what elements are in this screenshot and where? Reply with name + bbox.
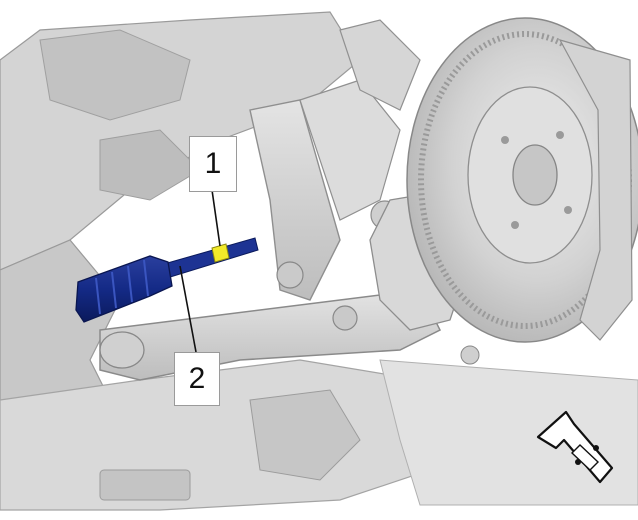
lower-arm-bolt bbox=[332, 305, 358, 331]
lug-hole bbox=[564, 206, 572, 214]
subframe-mount bbox=[249, 389, 361, 481]
leader-line-2 bbox=[179, 265, 197, 353]
callout-1: 1 bbox=[189, 136, 237, 192]
vehicle-front-arrow-icon bbox=[536, 410, 614, 484]
lower-arm-bushing bbox=[99, 331, 145, 369]
subframe-rib bbox=[99, 469, 191, 501]
lug-hole bbox=[556, 131, 564, 139]
floor-panel bbox=[379, 359, 638, 506]
frame-bracket-lower bbox=[99, 129, 201, 201]
knuckle-bolt bbox=[460, 345, 480, 365]
tie-rod-end-joint bbox=[276, 261, 304, 289]
lug-hole bbox=[511, 221, 519, 229]
lug-hole bbox=[501, 136, 509, 144]
callout-2: 2 bbox=[174, 352, 220, 406]
strut-top bbox=[339, 19, 421, 111]
frame-bracket bbox=[39, 29, 191, 121]
hub-nut bbox=[512, 144, 558, 206]
brake-shield bbox=[558, 39, 633, 341]
tie-rod-yellow-mark bbox=[211, 243, 230, 263]
boot-pleats bbox=[95, 259, 149, 315]
leader-line-1 bbox=[211, 189, 221, 247]
knuckle-upper bbox=[299, 79, 401, 221]
